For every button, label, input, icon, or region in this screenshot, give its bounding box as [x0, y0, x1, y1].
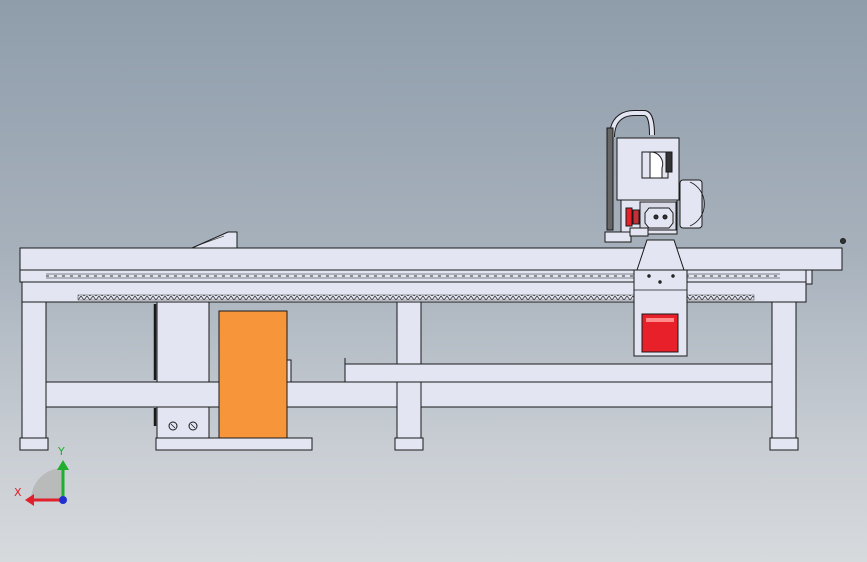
- spindle-head: [604, 110, 705, 243]
- x-axis-label: X: [14, 486, 22, 499]
- limit-switch: [840, 238, 846, 244]
- leg-right: [771, 301, 797, 451]
- y-axis-label: Y: [57, 445, 65, 458]
- gear-rack: [77, 294, 755, 301]
- leg-left: [21, 301, 47, 451]
- coordinate-triad: X Y: [14, 445, 69, 506]
- gantry: [633, 239, 688, 357]
- z-axis-dot: [59, 496, 67, 504]
- control-cabinet: [153, 301, 313, 451]
- orange-cabinet: [218, 310, 288, 440]
- triad-base: [31, 468, 63, 500]
- machine-bed: [19, 238, 846, 303]
- clamp-bracket: [191, 231, 238, 249]
